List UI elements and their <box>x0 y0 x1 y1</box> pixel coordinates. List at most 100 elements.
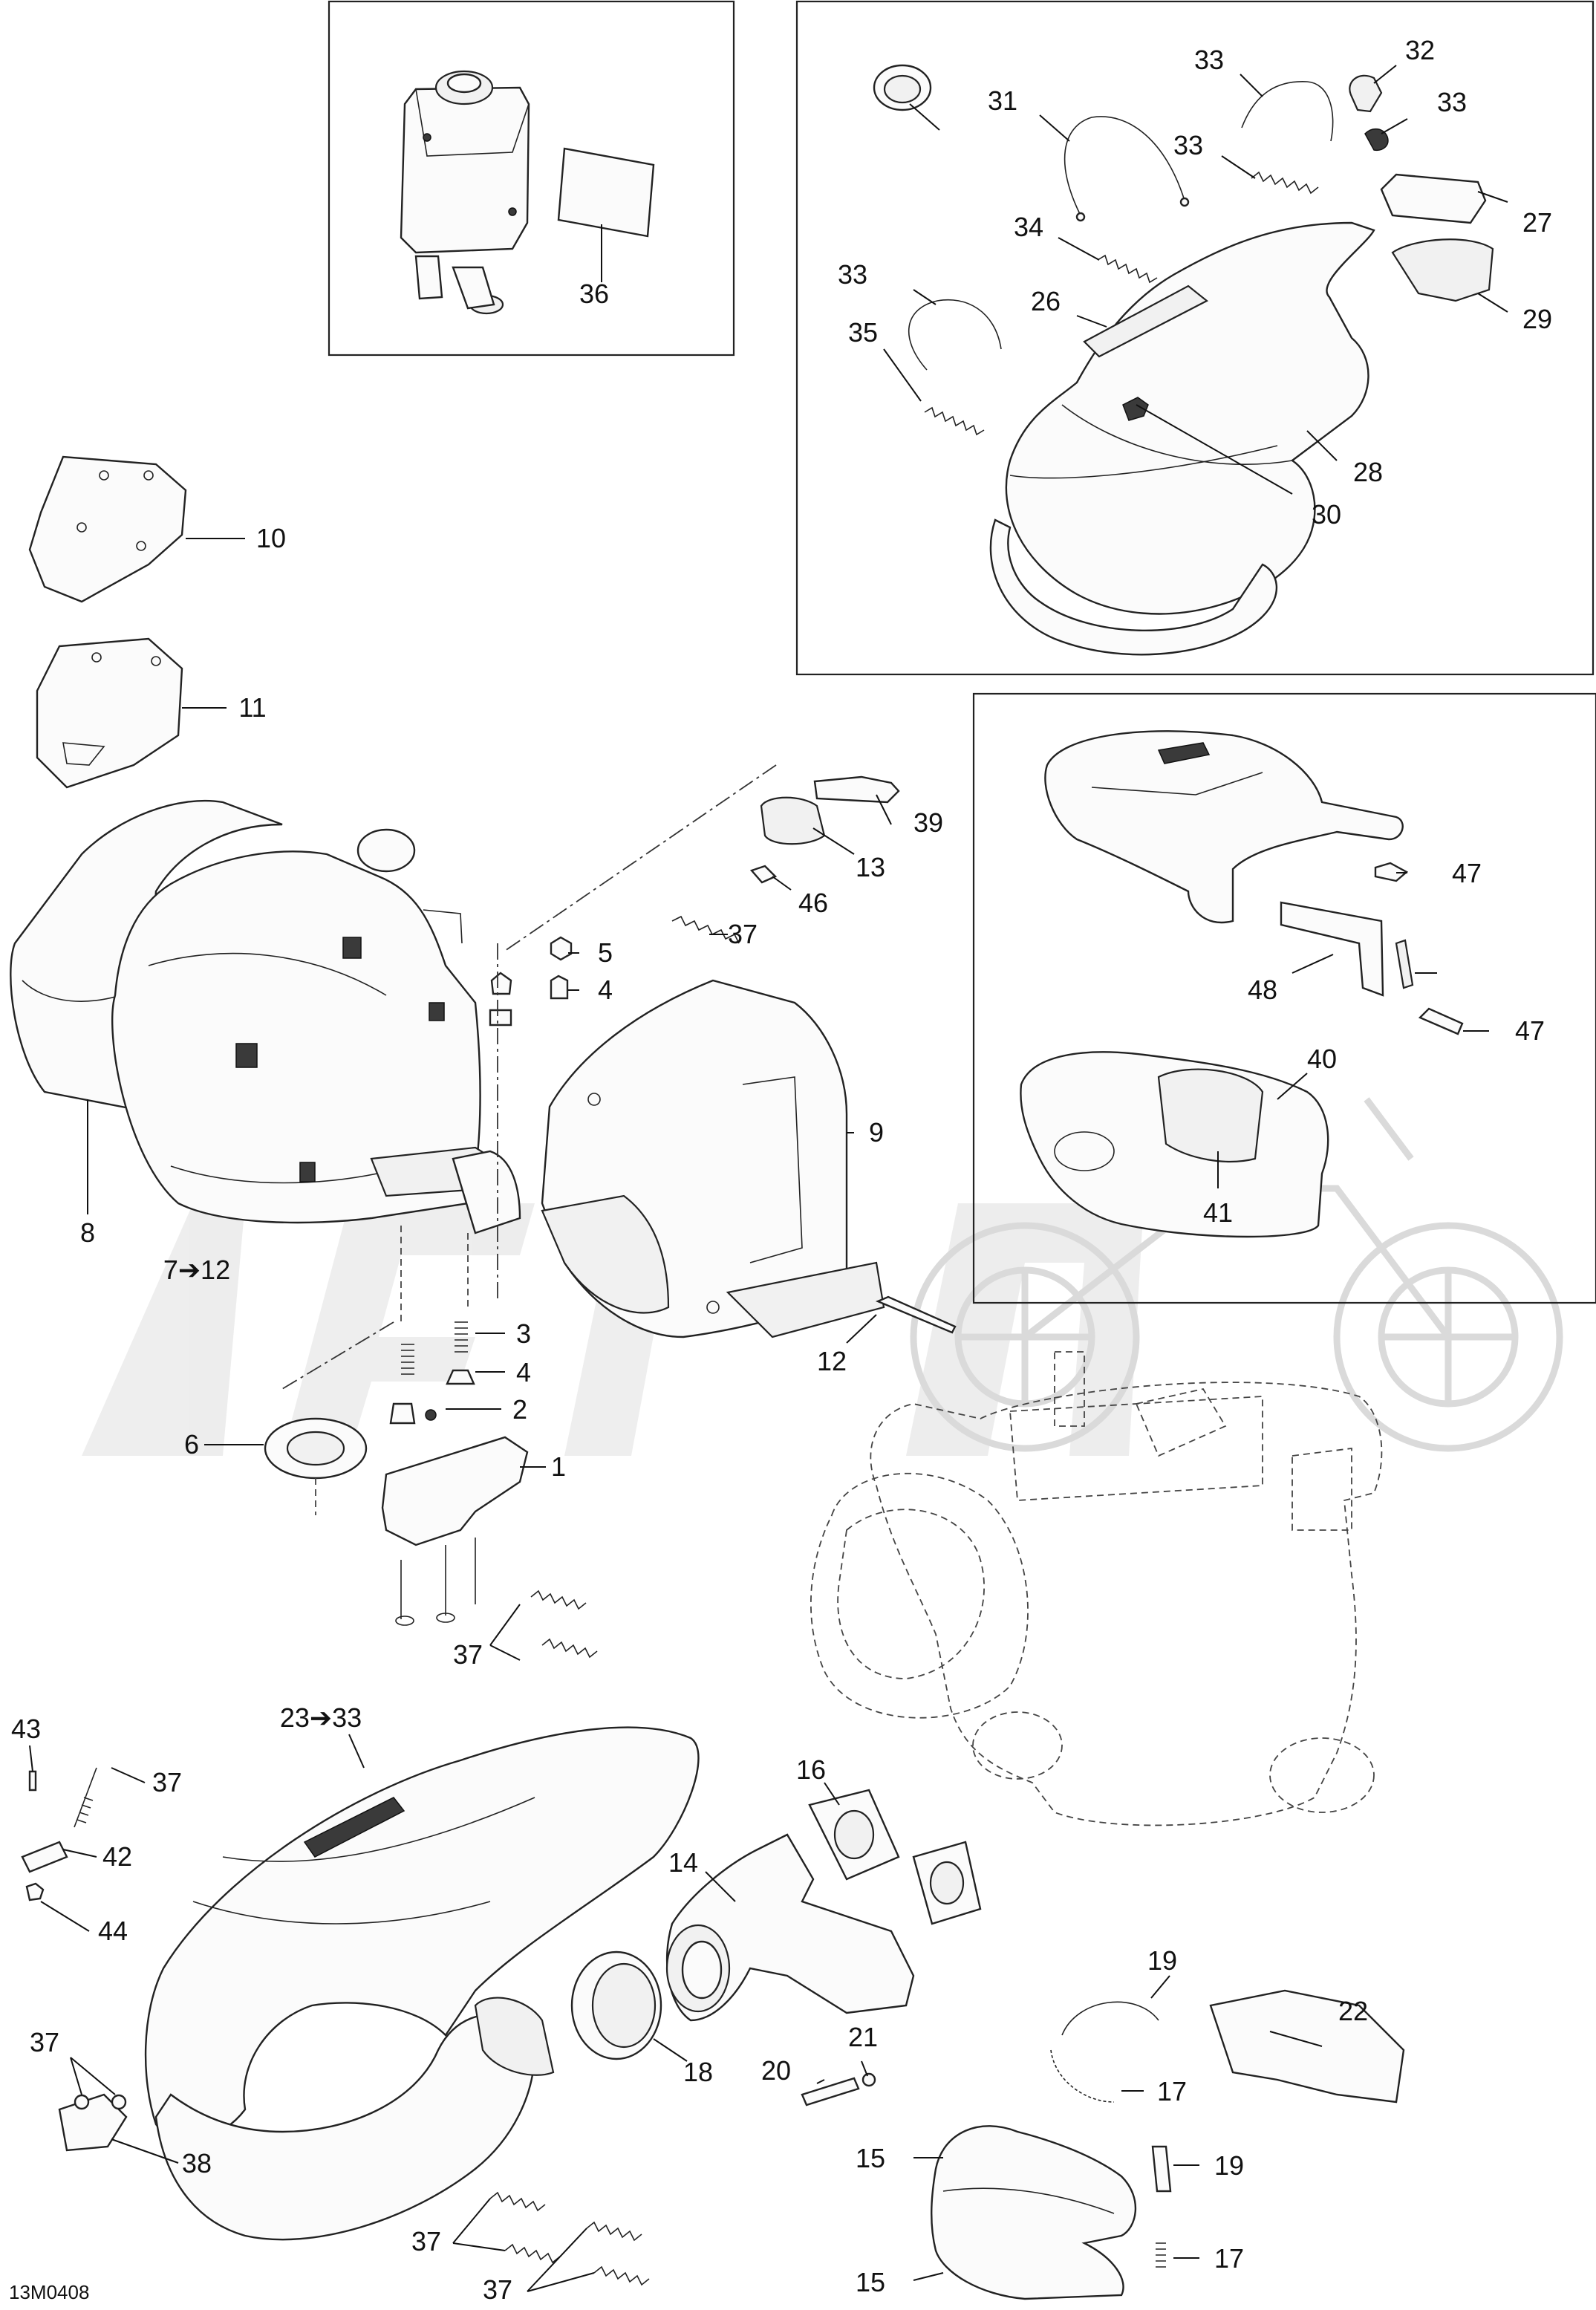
callout-labels: 36 31 33 32 33 33 27 34 33 26 29 35 28 3… <box>9 35 1552 2305</box>
callout-32: 33 <box>838 259 867 290</box>
bolt-20-21 <box>801 2072 876 2106</box>
inset-box-oil-reservoir <box>328 0 735 357</box>
callout-15a: 15 <box>856 2143 885 2173</box>
heat-shield-10 <box>28 455 187 603</box>
callout-9: 9 <box>869 1117 884 1148</box>
bracket-1 <box>381 1409 529 1626</box>
callout-34: 38 <box>182 2148 212 2179</box>
callout-44b: 47 <box>1515 1015 1545 1046</box>
strap-29 <box>1064 116 1190 222</box>
leader-lines <box>29 65 1508 2292</box>
callout-24: 26 <box>1031 286 1061 316</box>
callout-13: 13 <box>856 852 885 882</box>
callout-28: 30 <box>1312 499 1341 530</box>
callout-37c: 37 <box>152 1767 182 1797</box>
plate-44 <box>1418 1007 1464 1035</box>
callout-12: 12 <box>817 1346 847 1376</box>
callout-33a: 33 <box>1437 87 1467 117</box>
callout-18: 18 <box>683 2057 713 2087</box>
callout-43: 36 <box>579 279 609 309</box>
muffler-7 <box>111 828 521 1234</box>
callout-37b: 37 <box>453 1639 483 1670</box>
ring-18 <box>570 1951 662 2060</box>
callout-29: 31 <box>988 85 1017 116</box>
callout-38: 40 <box>1307 1044 1337 1074</box>
callout-35: 39 <box>913 807 943 838</box>
heat-shield-9 <box>541 979 885 1338</box>
callout-27: 29 <box>1522 304 1552 334</box>
callout-1: 1 <box>551 1451 566 1482</box>
plate-22 <box>1209 1989 1405 2104</box>
nut-5-bolt-4 <box>489 936 573 1027</box>
callout-45: 47 <box>1452 858 1482 888</box>
callout-36: 37 <box>30 2027 59 2057</box>
spring-37-upper <box>671 915 740 944</box>
callout-39: 41 <box>1203 1197 1233 1228</box>
bracket-45 <box>1374 862 1409 882</box>
end-caps-25-27 <box>1380 173 1494 302</box>
callout-41: 43 <box>11 1714 41 1744</box>
callout-3: 3 <box>516 1318 531 1349</box>
springs-3 <box>389 1321 475 1425</box>
bracket-46 <box>1280 901 1384 997</box>
springs-33 <box>924 128 1389 436</box>
gasket-16 <box>808 1789 982 1925</box>
strap-31 <box>1241 81 1334 142</box>
callout-2: 2 <box>512 1394 527 1425</box>
callout-19a: 19 <box>1147 1945 1177 1976</box>
callout-15b: 15 <box>856 2267 885 2297</box>
heat-shield-lower <box>1020 1051 1329 1238</box>
callout-19b: 19 <box>1214 2150 1244 2181</box>
hardware-37-40-41-42 <box>21 1767 97 1901</box>
y-pipe-15 <box>931 2125 1137 2300</box>
muffler-assembly-23 <box>144 1726 700 2241</box>
clip-30 <box>1349 74 1383 113</box>
inset-box-heat-shields <box>972 692 1596 1304</box>
callout-17a: 17 <box>1157 2076 1187 2106</box>
callout-26: 28 <box>1353 457 1383 487</box>
clip-19-17-lower <box>1151 2145 1172 2268</box>
callout-16: 16 <box>796 1754 826 1785</box>
callout-33b: 33 <box>1173 130 1203 160</box>
spring-17-upper <box>1050 2049 1115 2103</box>
callout-40: 42 <box>102 1841 132 1872</box>
hardware-36-34 <box>58 2093 128 2152</box>
callout-21: 21 <box>848 2022 878 2052</box>
engine-outline <box>810 1351 1383 1826</box>
callout-11: 11 <box>238 692 266 723</box>
callout-20: 20 <box>761 2055 791 2086</box>
callout-4b: 4 <box>516 1357 531 1387</box>
callout-37e: 37 <box>483 2274 512 2305</box>
callout-4a: 4 <box>598 975 613 1005</box>
inset-box-muffler-components <box>795 0 1595 676</box>
callout-22: 22 <box>1338 1996 1368 2026</box>
callout-46: 48 <box>1248 975 1277 1005</box>
hose-7 <box>423 909 463 944</box>
springs-37-lower <box>489 2191 650 2286</box>
heat-shield-upper <box>1044 730 1404 924</box>
muffler-24 <box>989 221 1375 656</box>
washer-6 <box>264 1417 368 1480</box>
callout-10: 10 <box>256 523 286 553</box>
pin-12 <box>875 1295 957 1334</box>
callout-6: 6 <box>184 1429 199 1460</box>
callout-44a: 46 <box>798 888 828 918</box>
callout-37a: 37 <box>728 919 758 949</box>
callout-7-12: 7➔12 <box>163 1255 230 1285</box>
callout-31: 33 <box>1194 45 1224 75</box>
exhaust-manifold-14 <box>665 1833 915 2022</box>
callout-33d: 35 <box>848 317 878 348</box>
strap-32 <box>908 299 1002 371</box>
callout-37d: 37 <box>411 2226 441 2257</box>
callout-25: 27 <box>1522 207 1552 238</box>
callout-14: 14 <box>668 1847 698 1878</box>
diagram-code: 13M0408 <box>9 2281 89 2303</box>
decal-label <box>557 147 655 238</box>
strap-19 <box>1061 2001 1159 2036</box>
assembly-lines <box>281 764 777 1515</box>
callout-8: 8 <box>80 1217 95 1248</box>
callout-17b: 17 <box>1214 2243 1244 2274</box>
oil-reservoir <box>400 70 530 315</box>
